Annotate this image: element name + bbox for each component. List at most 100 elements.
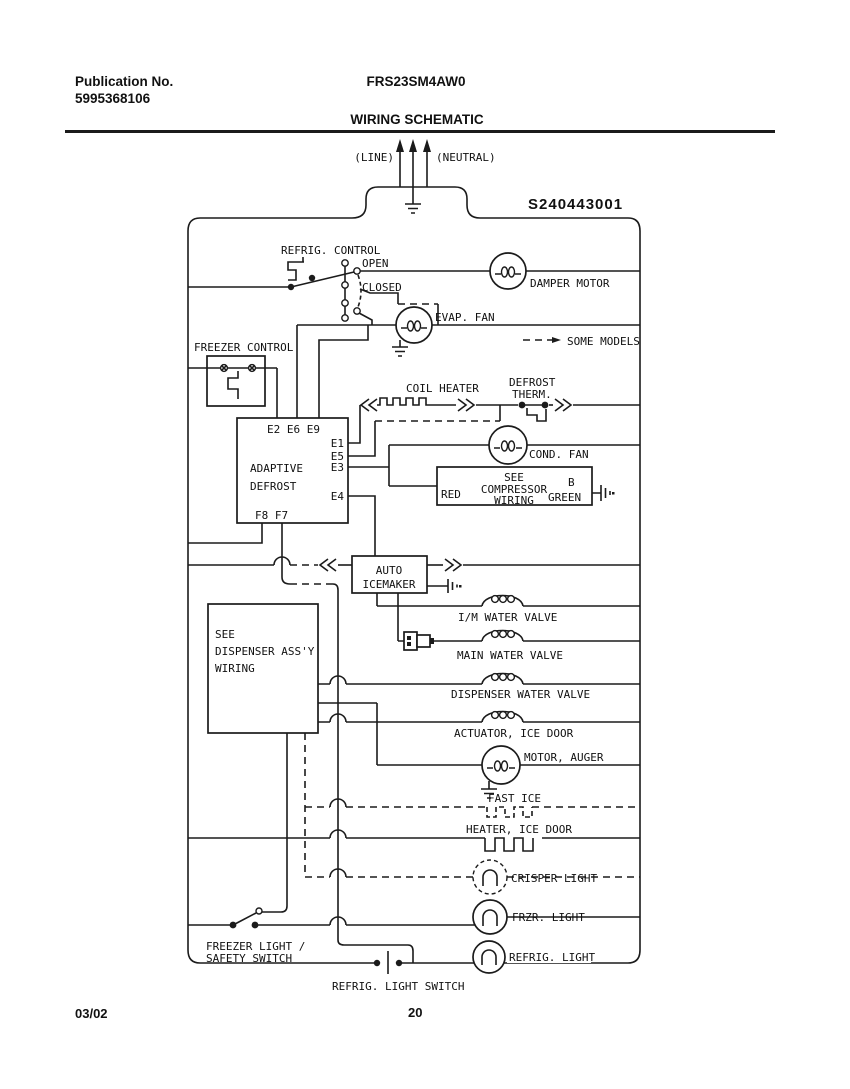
evap-fan-label: EVAP. FAN (435, 311, 495, 324)
dispenser-box-line3: WIRING (215, 662, 255, 675)
motor-auger-label: MOTOR, AUGER (524, 751, 604, 764)
model-number: FRS23SM4AW0 (366, 74, 465, 89)
fast-ice: FAST ICE (305, 792, 640, 818)
damper-motor: DAMPER MOTOR (360, 252, 640, 290)
contact-icon (219, 363, 257, 373)
terminal-e4: E4 (331, 490, 345, 503)
dispenser-water-valve: DISPENSER WATER VALVE (318, 672, 640, 701)
publication-label: Publication No. (75, 74, 173, 89)
dispenser-water-valve-label: DISPENSER WATER VALVE (451, 688, 590, 701)
crisper-light: CRISPER LIGHT (305, 859, 640, 895)
frzr-light: FRZR. LIGHT (258, 899, 640, 935)
footer-page-number: 20 (408, 1005, 422, 1020)
header-rule (65, 130, 775, 133)
defrost-therm-line2: THERM. (512, 388, 552, 401)
heater-ice-door: HEATER, ICE DOOR (188, 823, 640, 852)
terminal-e3: E3 (331, 461, 344, 474)
freezer-safety-line1: FREEZER LIGHT / (206, 940, 305, 953)
actuator-ice-door: ACTUATOR, ICE DOOR (318, 710, 640, 740)
some-models-label: SOME MODELS (567, 335, 640, 348)
defrost-therm-line1: DEFROST (509, 376, 556, 389)
refrig-control: REFRIG. CONTROL OPEN CLOSED (188, 244, 439, 325)
connector-icon (444, 558, 463, 572)
main-water-valve: MAIN WATER VALVE (398, 629, 640, 662)
terminal-e5: E5 (331, 450, 344, 463)
freezer-control: FREEZER CONTROL (188, 341, 294, 418)
terminal-e1: E1 (331, 437, 344, 450)
compressor-b-label: B (568, 476, 575, 489)
motor-auger: MOTOR, AUGER (377, 745, 640, 799)
adaptive-defrost-line2: DEFROST (250, 480, 297, 493)
inline-connector-icon (403, 631, 434, 651)
refrig-control-closed-label: CLOSED (362, 281, 402, 294)
page-footer: 03/02 20 (75, 1005, 422, 1021)
freezer-control-label: FREEZER CONTROL (194, 341, 294, 354)
heater-ice-door-label: HEATER, ICE DOOR (466, 823, 572, 836)
icemaker-line1: AUTO (376, 564, 403, 577)
ground-icon (392, 340, 408, 357)
line-label: (LINE) (354, 151, 394, 164)
dispenser-box-line1: SEE (215, 628, 235, 641)
refrig-light-switch-label: REFRIG. LIGHT SWITCH (332, 980, 464, 993)
bulb-filament-icon (482, 869, 498, 886)
im-water-valve: I/M WATER VALVE (377, 594, 640, 624)
bulb-filament-icon (482, 909, 498, 926)
compressor-box: SEE COMPRESSOR WIRING RED B GREEN (389, 466, 615, 507)
connector-icon (318, 558, 337, 572)
bulb-filament-icon (481, 949, 497, 965)
dispenser-box: SEE DISPENSER ASS'Y WIRING (207, 603, 319, 734)
coil-heater-label: COIL HEATER (406, 382, 479, 395)
supply-arrows-icon (396, 139, 431, 204)
refrig-control-label: REFRIG. CONTROL (281, 244, 381, 257)
ground-icon (405, 203, 421, 214)
refrig-light: REFRIG. LIGHT (472, 940, 595, 974)
page-header: Publication No. 5995368106 FRS23SM4AW0 W… (65, 74, 775, 133)
connector-icon (554, 398, 573, 412)
freezer-safety-switch: FREEZER LIGHT / SAFETY SWITCH (188, 907, 305, 965)
ground-icon (592, 485, 615, 501)
dispenser-box-line2: DISPENSER ASS'Y (215, 645, 315, 658)
refrig-light-label: REFRIG. LIGHT (509, 951, 595, 964)
ground-icon (481, 781, 497, 799)
defrost-therm: DEFROST THERM. (509, 376, 640, 422)
motor-coil-icon (494, 440, 522, 452)
schematic-border (187, 186, 641, 964)
main-water-valve-label: MAIN WATER VALVE (457, 649, 563, 662)
motor-coil-icon (401, 320, 427, 332)
ground-icon (427, 579, 462, 593)
im-water-valve-label: I/M WATER VALVE (458, 611, 557, 624)
refrig-light-switch: REFRIG. LIGHT SWITCH (332, 951, 464, 993)
freezer-safety-line2: SAFETY SWITCH (206, 952, 292, 965)
adaptive-defrost-line1: ADAPTIVE (250, 462, 303, 475)
crisper-light-label: CRISPER LIGHT (511, 872, 597, 885)
compressor-red-label: RED (441, 488, 461, 501)
actuator-ice-door-label: ACTUATOR, ICE DOOR (454, 727, 574, 740)
publication-number: 5995368106 (75, 91, 151, 106)
schematic-part-number: S240443001 (528, 196, 623, 213)
refrig-control-open-label: OPEN (362, 257, 389, 270)
adaptive-defrost-bottom-terminals: F8 F7 (255, 509, 288, 522)
connector-icon (457, 398, 476, 412)
some-models-legend: SOME MODELS (523, 335, 640, 348)
power-supply: (LINE) (NEUTRAL) S240443001 (354, 139, 623, 214)
compressor-line2: COMPRESSOR (481, 483, 548, 496)
motor-coil-icon (487, 760, 515, 772)
icemaker-line2: ICEMAKER (363, 578, 416, 591)
motor-coil-icon (495, 266, 521, 278)
compressor-line3: WIRING (494, 494, 534, 507)
footer-date: 03/02 (75, 1006, 108, 1021)
adaptive-defrost-board: E2 E6 E9 ADAPTIVE DEFROST E1 E5 E3 E4 F8… (236, 417, 349, 524)
bus-wires (262, 583, 414, 963)
adaptive-defrost-top-terminals: E2 E6 E9 (267, 423, 320, 436)
evap-fan: EVAP. FAN (297, 306, 640, 357)
board-terminal-wires (188, 325, 501, 585)
damper-motor-label: DAMPER MOTOR (530, 277, 610, 290)
cond-fan-label: COND. FAN (529, 448, 589, 461)
compressor-green-label: GREEN (548, 491, 581, 504)
connector-icon (359, 398, 378, 412)
frzr-light-label: FRZR. LIGHT (512, 911, 585, 924)
fast-ice-label: FAST ICE (488, 792, 541, 805)
neutral-label: (NEUTRAL) (436, 151, 496, 164)
page-title: WIRING SCHEMATIC (350, 112, 483, 127)
